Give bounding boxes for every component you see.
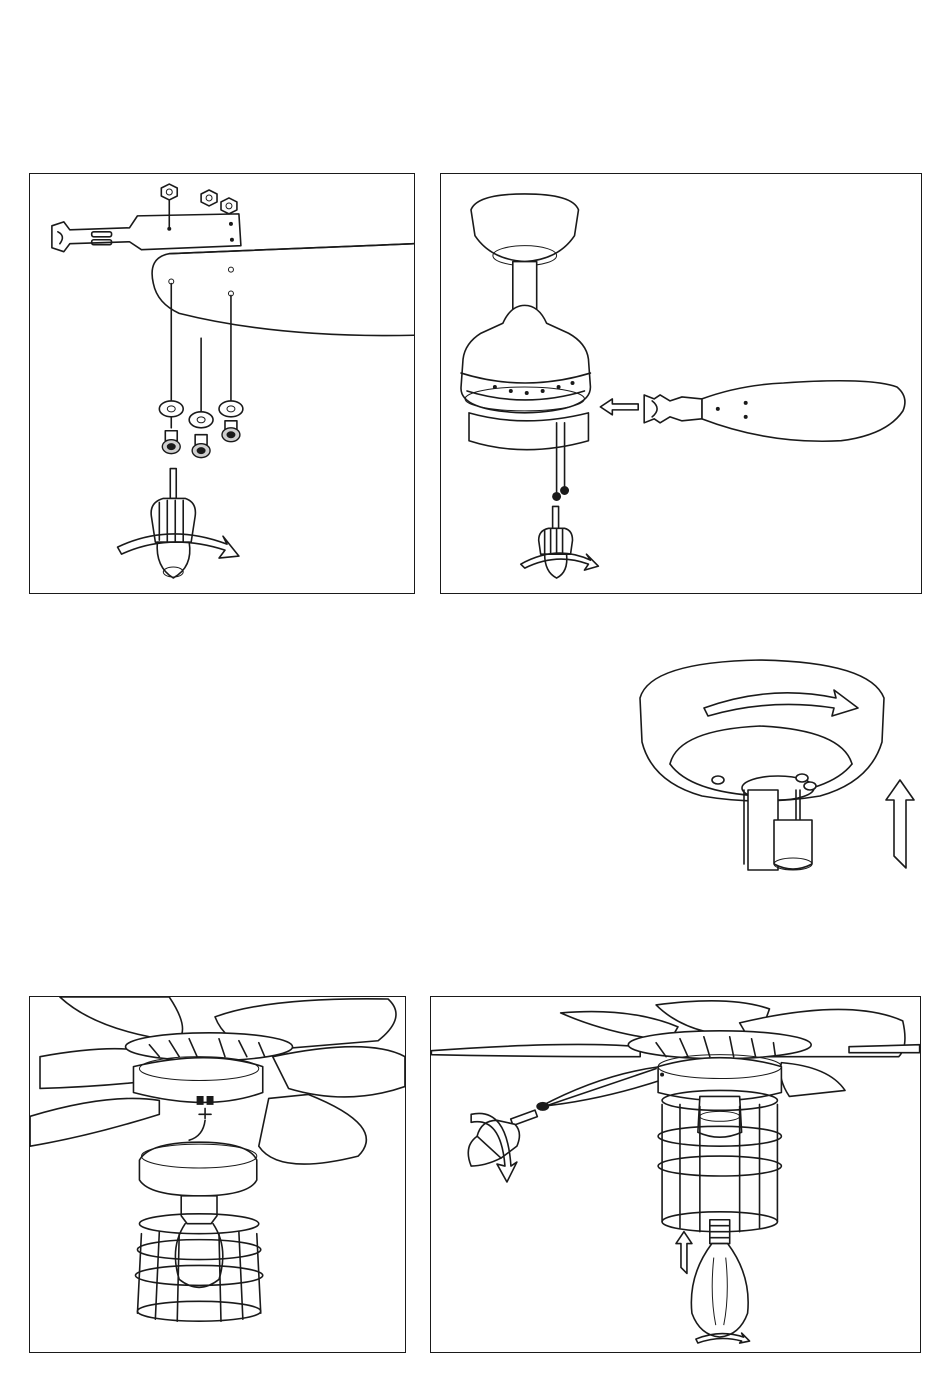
light-kit-bulb-illustration [431,997,920,1352]
washer-icon [159,401,183,417]
fan-blade [273,1047,405,1097]
fan-blade [702,381,905,441]
wire-plug-icon [199,1108,211,1118]
figure-blade-to-bracket [29,173,415,594]
washer-icon [189,412,213,428]
up-arrow-icon [886,780,914,868]
screw-icon [804,782,816,790]
light-kit-housing [139,1142,256,1196]
screw-icon [222,421,240,442]
fan-blade [30,1098,159,1146]
light-bulb [691,1220,748,1337]
nut-icon [161,184,177,200]
motor-housing [461,305,590,412]
blade-motor-assembly-illustration [441,174,921,593]
pull-chain-cup [774,820,812,869]
screwdriver-icon [539,506,573,578]
blade-bracket [644,395,702,423]
blade-bracket [52,214,241,252]
bulb-socket [698,1096,742,1137]
screw-icon [162,431,180,454]
nut-icon [201,190,217,206]
blade-bracket-assembly-illustration [30,174,414,593]
fan-blade [431,1044,640,1056]
up-arrow-icon [676,1232,692,1274]
figure-light-kit-wiring [29,996,406,1353]
bulb-socket [181,1196,217,1224]
nut-icon [221,198,237,214]
figure-light-kit-bulb [430,996,921,1353]
canopy [471,194,578,262]
fan-blade [152,244,414,336]
figure-canopy-rotate [630,650,930,880]
wire-cage-icon [135,1214,262,1321]
fan-blade [780,1063,845,1097]
screw-icon [192,435,210,458]
screwdriver-icon [468,1110,537,1166]
fan-blade [849,1045,920,1053]
light-kit-wiring-illustration [30,997,405,1352]
screw-icon [537,1102,549,1110]
switch-housing [469,413,588,450]
fan-blade [259,1094,367,1164]
washer-icon [219,401,243,417]
figure-blade-to-motor [440,173,922,594]
screw-icon [796,774,808,782]
screw-icon [712,776,724,784]
canopy-rotate-illustration [630,650,930,880]
screwdriver-icon [151,469,195,578]
insert-arrow-icon [600,399,638,415]
fan-blade [60,997,183,1039]
